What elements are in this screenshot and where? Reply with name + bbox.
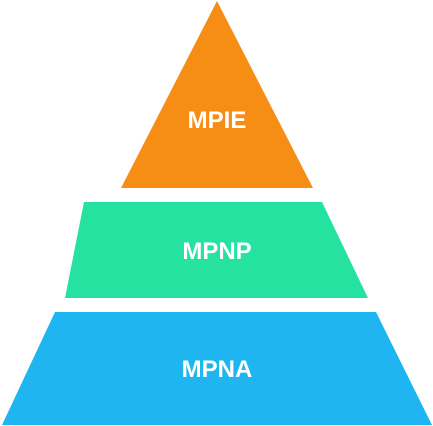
- pyramid-tier-top-label: MPIE: [188, 107, 247, 134]
- pyramid-tier-bottom-label: MPNA: [182, 356, 253, 383]
- pyramid-tier-top: [121, 1, 313, 188]
- pyramid-tier-bottom: [2, 312, 432, 425]
- pyramid-tier-middle-label: MPNP: [182, 238, 251, 265]
- pyramid-tier-middle: [65, 202, 368, 298]
